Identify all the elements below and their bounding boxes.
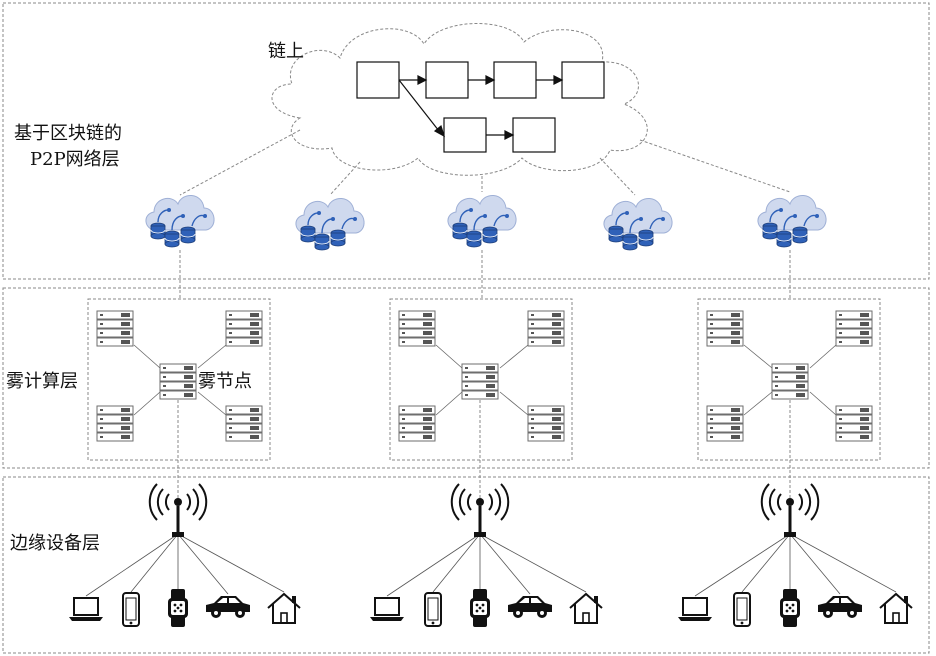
car-icon <box>206 596 250 618</box>
block-4 <box>561 61 605 99</box>
smartphone-icon <box>122 592 140 627</box>
home-icon <box>569 593 603 624</box>
p2p-node-3-cloud-database-icon <box>447 194 517 248</box>
edge-layer-frame <box>2 476 930 654</box>
smartwatch-icon <box>470 589 490 627</box>
smartphone-icon <box>424 592 442 627</box>
p2p-node-2-cloud-database-icon <box>295 197 365 251</box>
fog-cluster-2 <box>389 298 573 461</box>
fog-cluster-1 <box>87 298 271 461</box>
edge-layer-label: 边缘设备层 <box>10 533 100 554</box>
blockchain-layer-label-line1: 基于区块链的 <box>14 123 122 144</box>
block-fork-2 <box>512 117 556 153</box>
smartphone-icon <box>733 592 751 627</box>
fog-edge-links <box>177 400 791 500</box>
on-chain-label: 链上 <box>268 41 304 62</box>
p2p-links <box>179 129 791 300</box>
blockchain-layer-frame <box>2 2 930 280</box>
car-icon <box>818 596 862 618</box>
fog-cluster-3 <box>697 298 881 461</box>
p2p-node-4-cloud-database-icon <box>603 197 673 251</box>
laptop-icon <box>677 597 713 622</box>
home-icon <box>267 593 301 624</box>
p2p-node-5-cloud-database-icon <box>757 194 827 248</box>
block-1 <box>356 61 400 99</box>
blockchain-layer-label-line2: P2P网络层 <box>30 149 120 170</box>
laptop-icon <box>369 597 405 622</box>
block-fork-1 <box>443 117 487 153</box>
block-3 <box>493 61 537 99</box>
block-2 <box>425 61 469 99</box>
on-chain-cloud <box>271 23 648 176</box>
home-icon <box>879 593 913 624</box>
edge-group-3 <box>677 483 913 627</box>
smartwatch-icon <box>168 589 188 627</box>
p2p-node-1-cloud-database-icon <box>145 194 215 248</box>
smartwatch-icon <box>780 589 800 627</box>
fog-node-label: 雾节点 <box>198 371 252 392</box>
edge-group-2 <box>369 483 603 627</box>
edge-group-1 <box>68 483 301 627</box>
laptop-icon <box>68 597 104 622</box>
fog-layer-frame <box>2 287 930 469</box>
car-icon <box>508 596 552 618</box>
fog-layer-label: 雾计算层 <box>6 371 78 392</box>
